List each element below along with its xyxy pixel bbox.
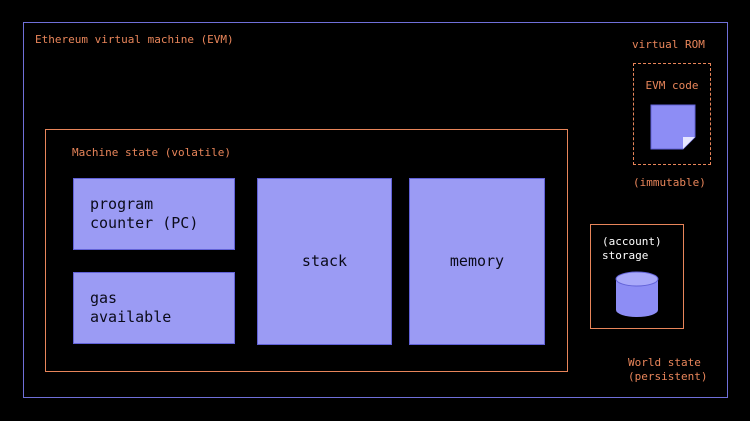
virtual-rom-frame xyxy=(633,63,711,165)
gas-available-label: gas available xyxy=(90,289,172,326)
evm-code-label: EVM code xyxy=(645,79,699,92)
evm-title: Ethereum virtual machine (EVM) xyxy=(35,33,234,46)
gas-available-box: gas available xyxy=(73,272,235,344)
evm-frame xyxy=(23,22,728,398)
program-counter-box: program counter (PC) xyxy=(73,178,235,250)
virtual-rom-title: virtual ROM xyxy=(632,38,705,51)
machine-state-frame xyxy=(45,129,568,372)
database-cylinder-icon xyxy=(612,270,662,320)
stack-box: stack xyxy=(257,178,392,345)
document-icon xyxy=(650,104,696,150)
storage-frame xyxy=(590,224,684,329)
stack-label: stack xyxy=(301,252,348,270)
memory-label: memory xyxy=(449,252,505,270)
memory-box: memory xyxy=(409,178,545,345)
storage-label: (account) storage xyxy=(602,235,662,262)
program-counter-label: program counter (PC) xyxy=(90,195,199,232)
machine-state-title: Machine state (volatile) xyxy=(72,146,231,159)
immutable-note: (immutable) xyxy=(633,176,706,189)
world-state-label: World state (persistent) xyxy=(628,356,708,383)
